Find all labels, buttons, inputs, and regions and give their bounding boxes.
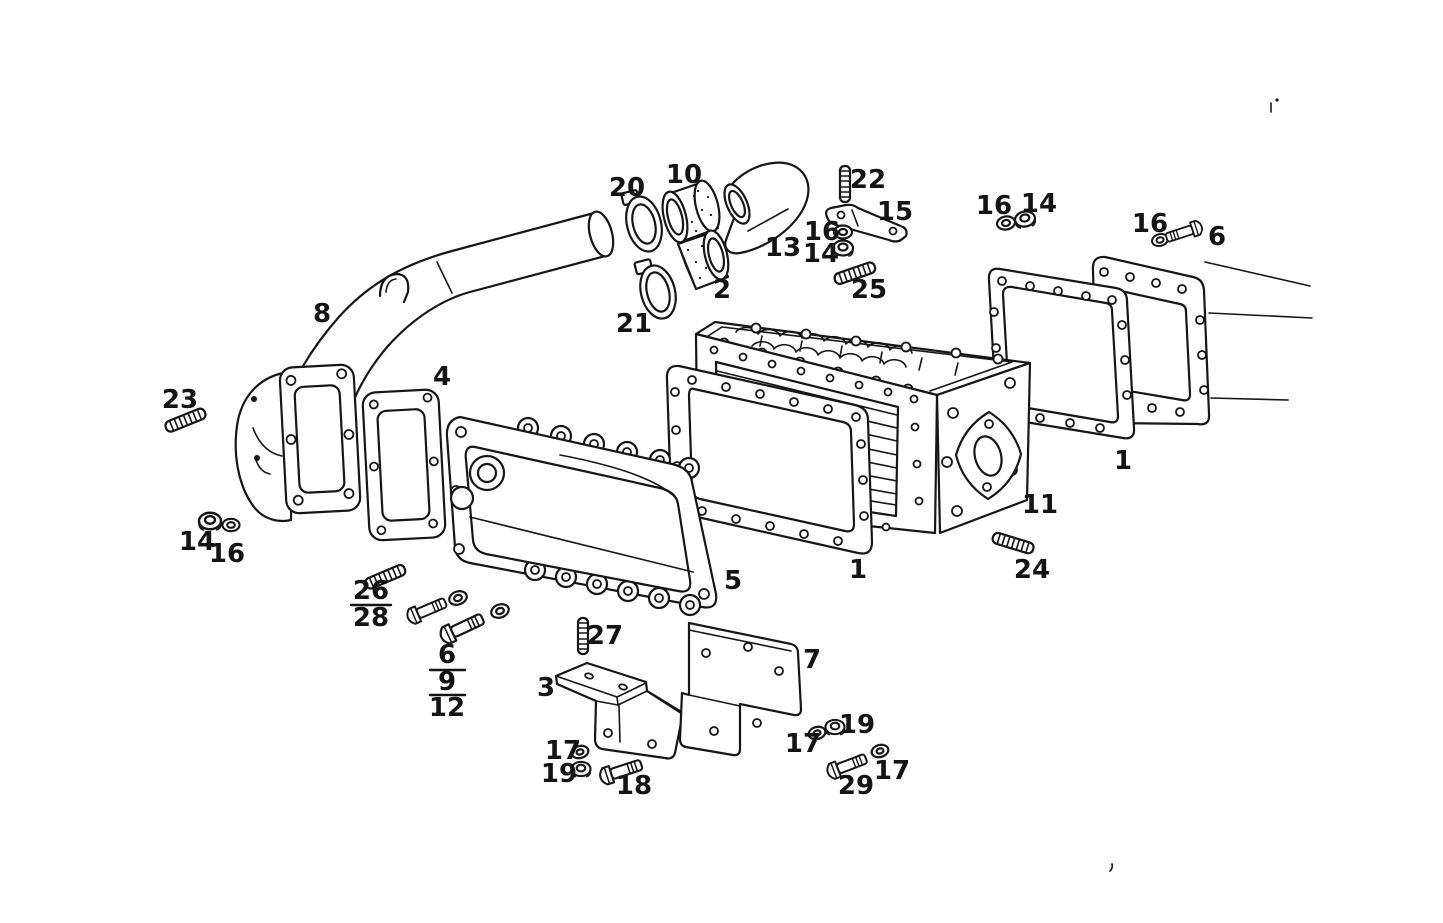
callout-20: 20 bbox=[609, 173, 645, 203]
callout-2: 2 bbox=[713, 275, 731, 305]
gasket-4 bbox=[361, 388, 447, 542]
callout-29: 29 bbox=[838, 771, 874, 801]
pipe-flange-8 bbox=[278, 363, 362, 515]
callout-23: 23 bbox=[162, 385, 198, 415]
cover-5 bbox=[445, 415, 718, 617]
callout-17: 17 bbox=[874, 756, 910, 786]
bracket-15 bbox=[825, 203, 908, 243]
callout-28: 28 bbox=[353, 603, 389, 633]
callout-16: 16 bbox=[804, 217, 840, 247]
callout-14: 14 bbox=[179, 527, 215, 557]
callout-3: 3 bbox=[537, 673, 555, 703]
callout-27: 27 bbox=[587, 621, 623, 651]
callout-19: 19 bbox=[839, 710, 875, 740]
stud-24 bbox=[990, 530, 1036, 556]
sleeve-10 bbox=[661, 179, 721, 244]
callout-22: 22 bbox=[850, 165, 886, 195]
callout-14: 14 bbox=[803, 239, 839, 269]
callout-24: 24 bbox=[1014, 555, 1050, 585]
bolt-6-c bbox=[1163, 218, 1205, 246]
hose-13 bbox=[723, 161, 810, 255]
callout-18: 18 bbox=[616, 771, 652, 801]
callout-17: 17 bbox=[545, 736, 581, 766]
callout-9: 9 bbox=[438, 667, 456, 697]
callout-19: 19 bbox=[541, 759, 577, 789]
callout-4: 4 bbox=[433, 362, 451, 392]
callout-5: 5 bbox=[724, 566, 742, 596]
callout-16: 16 bbox=[1132, 209, 1168, 239]
callout-14: 14 bbox=[1021, 189, 1057, 219]
callout-26: 26 bbox=[353, 576, 389, 606]
callout-21: 21 bbox=[616, 309, 652, 339]
callout-17: 17 bbox=[785, 729, 821, 759]
callout-16: 16 bbox=[976, 191, 1012, 221]
clamp-20 bbox=[620, 189, 663, 253]
washer-16-left bbox=[221, 517, 241, 533]
callout-1: 1 bbox=[849, 555, 867, 585]
print-artifact bbox=[1109, 98, 1279, 872]
washer-9-a bbox=[446, 587, 470, 609]
washer-9-b bbox=[488, 600, 512, 622]
bracket-3 bbox=[554, 661, 685, 760]
callout-16: 16 bbox=[209, 539, 245, 569]
bracket-7 bbox=[678, 621, 803, 757]
bolt-6-a bbox=[403, 593, 450, 627]
callout-15: 15 bbox=[877, 197, 913, 227]
callout-1: 1 bbox=[1114, 446, 1132, 476]
clamp-21 bbox=[633, 258, 677, 320]
callout-7: 7 bbox=[803, 645, 821, 675]
callout-6: 6 bbox=[1208, 222, 1226, 252]
stud-22 bbox=[838, 164, 852, 204]
callout-10: 10 bbox=[666, 160, 702, 190]
gasket-1-front bbox=[665, 364, 874, 555]
callout-12: 12 bbox=[429, 693, 465, 723]
callout-11: 11 bbox=[1022, 490, 1058, 520]
callout-25: 25 bbox=[851, 275, 887, 305]
sleeve-2 bbox=[676, 229, 730, 291]
callout-6: 6 bbox=[438, 640, 456, 670]
callout-8: 8 bbox=[313, 299, 331, 329]
elbow-casting-8 bbox=[234, 370, 295, 523]
callout-13: 13 bbox=[765, 233, 801, 263]
